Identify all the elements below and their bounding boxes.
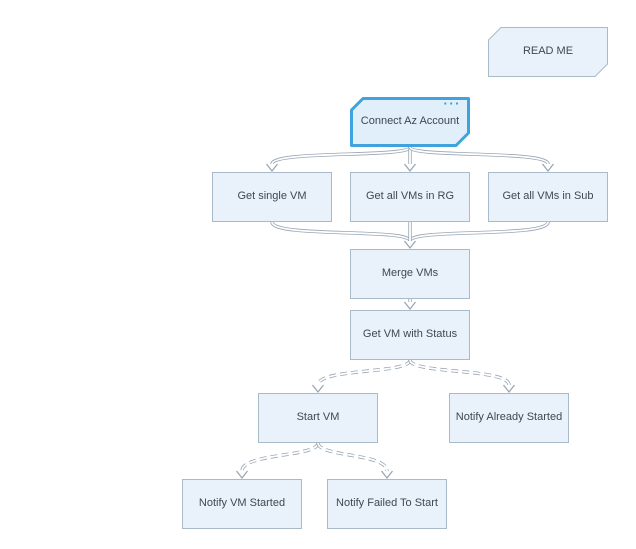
edge-line <box>271 146 411 165</box>
edge-line <box>409 146 549 165</box>
node-notify-vm-started[interactable]: Notify VM Started <box>182 479 302 529</box>
node-label: Notify Failed To Start <box>336 497 438 510</box>
arrow-icon <box>403 163 417 173</box>
node-connect-az-account[interactable]: Connect Az Account ··· <box>350 96 470 147</box>
node-get-single-vm[interactable]: Get single VM <box>212 172 332 222</box>
arrow-icon <box>403 301 417 311</box>
edge-status-to-start-vm[interactable] <box>311 359 412 394</box>
edge-connect-to-get-all-vms-in-sub[interactable] <box>408 145 555 173</box>
edge-start-vm-to-notify-vm-started[interactable] <box>235 442 320 480</box>
edge-connect-to-get-single-vm[interactable] <box>265 145 412 173</box>
edge-get-all-vms-in-sub-to-merge[interactable] <box>408 221 550 243</box>
edge-line <box>409 359 510 386</box>
arrow-icon <box>403 240 417 250</box>
arrow-icon <box>541 163 555 173</box>
edge-line <box>409 221 549 242</box>
node-get-all-vms-in-rg[interactable]: Get all VMs in RG <box>350 172 470 222</box>
node-get-all-vms-in-sub[interactable]: Get all VMs in Sub <box>488 172 608 222</box>
edge-line <box>241 442 319 472</box>
node-get-vm-with-status[interactable]: Get VM with Status <box>350 310 470 360</box>
arrow-icon <box>380 470 394 480</box>
node-label: Merge VMs <box>381 267 439 280</box>
arrow-icon <box>265 163 279 173</box>
node-start-vm[interactable]: Start VM <box>258 393 378 443</box>
node-notify-already-started[interactable]: Notify Already Started <box>449 393 569 443</box>
edge-line <box>270 221 412 243</box>
ellipsis-icon[interactable]: ··· <box>443 96 461 111</box>
edge-connect-to-get-all-vms-in-rg[interactable] <box>403 147 417 173</box>
edge-get-single-vm-to-merge[interactable] <box>270 221 412 243</box>
edge-line <box>317 359 411 386</box>
edge-line <box>408 359 511 386</box>
node-read-me[interactable]: READ ME <box>488 27 608 77</box>
node-label: Get VM with Status <box>362 328 458 341</box>
edge-line <box>316 442 389 472</box>
arrow-icon <box>311 384 325 394</box>
edge-line <box>317 442 388 472</box>
card-shape <box>488 27 608 77</box>
card-shape-selected <box>350 97 470 147</box>
edge-line <box>240 442 320 472</box>
node-label: Notify VM Started <box>198 497 286 510</box>
edge-line <box>408 145 550 166</box>
edge-merge-to-get-vm-with-status[interactable] <box>403 299 417 311</box>
arrow-icon <box>235 470 249 480</box>
node-merge-vms[interactable]: Merge VMs <box>350 249 470 299</box>
edge-line <box>408 221 550 243</box>
edge-line <box>271 221 411 242</box>
arrow-icon <box>502 384 516 394</box>
edge-get-all-vms-in-rg-to-merge[interactable] <box>403 222 417 250</box>
node-label: Notify Already Started <box>455 411 563 424</box>
node-label: Get single VM <box>237 190 307 203</box>
edge-status-to-notify-already-started[interactable] <box>408 359 516 394</box>
edge-start-vm-to-notify-failed-to-start[interactable] <box>316 442 394 480</box>
node-label: READ ME <box>522 45 574 58</box>
edge-line <box>270 145 412 166</box>
node-label: Get all VMs in Sub <box>502 190 594 203</box>
node-label: Connect Az Account <box>360 115 460 128</box>
node-notify-failed-to-start[interactable]: Notify Failed To Start <box>327 479 447 529</box>
node-label: Get all VMs in RG <box>365 190 455 203</box>
edge-line <box>316 359 412 386</box>
node-label: Start VM <box>296 411 340 424</box>
